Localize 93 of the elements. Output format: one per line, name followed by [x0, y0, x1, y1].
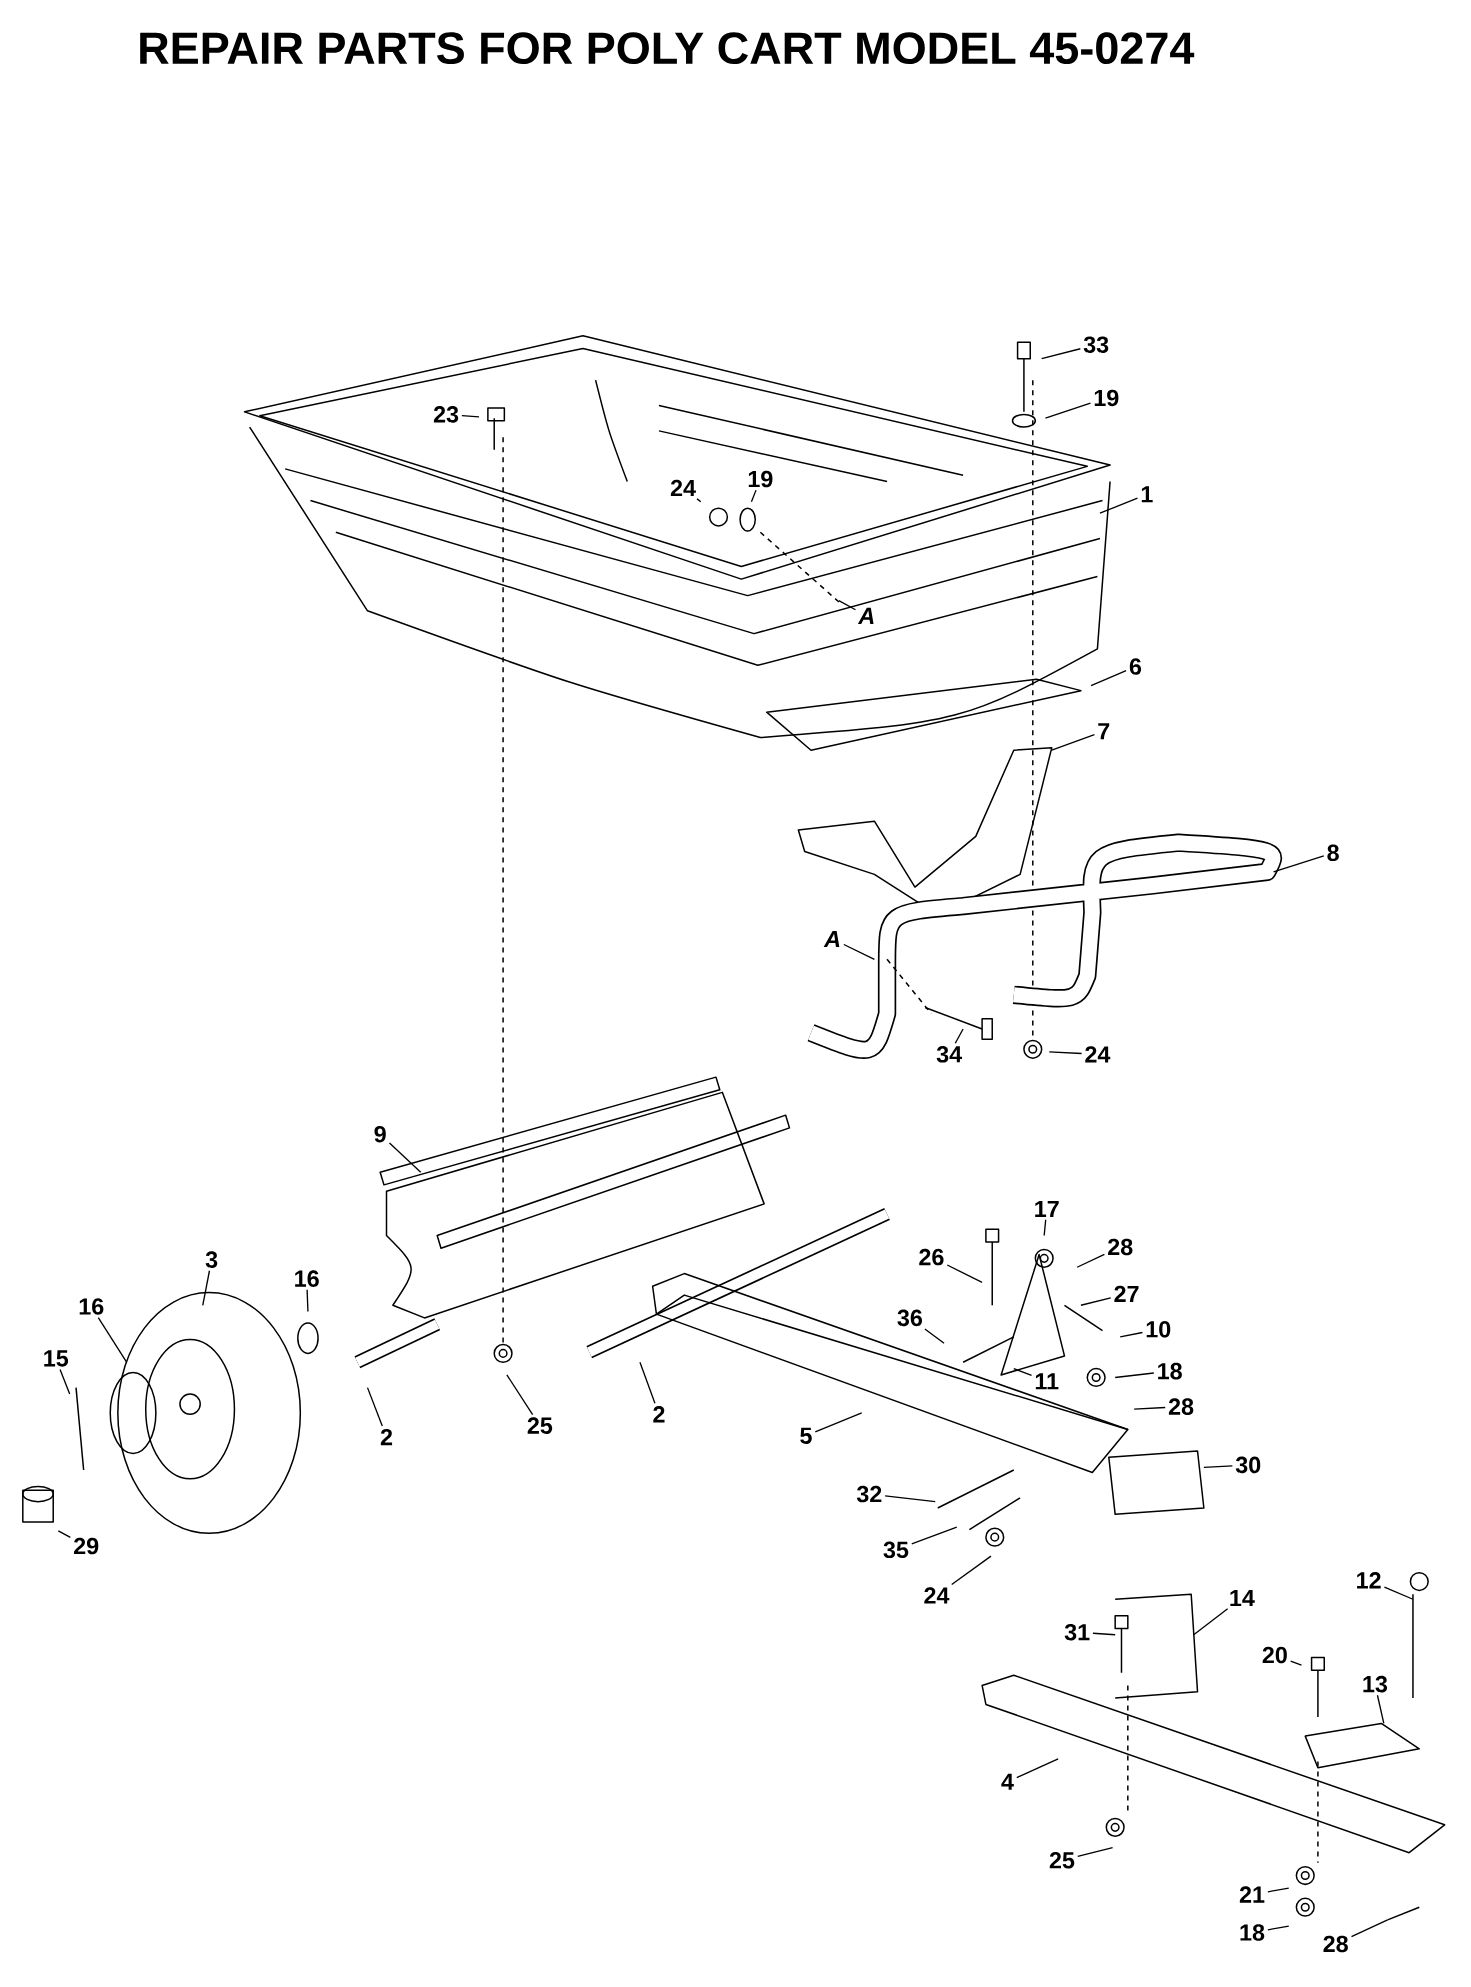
callout-number: 23 [433, 406, 459, 423]
callout-number: 29 [73, 1537, 99, 1555]
callout-number: 8 [1327, 844, 1339, 862]
callout-number: 34 [936, 1046, 962, 1063]
leader-line [1076, 1253, 1105, 1268]
callout-number: 11 [1035, 1373, 1059, 1390]
leader-line [1043, 1219, 1047, 1237]
callout-number: 12 [1357, 1572, 1381, 1589]
callout-number: 9 [374, 1125, 386, 1143]
callout-number: 5 [800, 1427, 812, 1444]
callout-number: 14 [1230, 1589, 1255, 1606]
title: REPAIR PARTS FOR POLY CART MODEL 45-0274 [140, 32, 1195, 65]
callout-number: 21 [1239, 1886, 1265, 1903]
leader-line [1203, 1465, 1233, 1469]
leader-line [1044, 402, 1092, 419]
leader-line [814, 1412, 863, 1433]
callout-number: A [857, 607, 874, 624]
leader-line [950, 1555, 992, 1586]
callout-number: 10 [1146, 1321, 1171, 1338]
leader-line [1040, 348, 1081, 360]
leader-line [924, 1328, 945, 1344]
leader-line [1272, 855, 1325, 873]
callout-number: 28 [1168, 1398, 1194, 1415]
leader-line [1051, 733, 1095, 751]
leader-line [1350, 1919, 1389, 1938]
callout-number: 6 [1129, 658, 1141, 675]
callout-number: 28 [1323, 1935, 1348, 1953]
leader-line [1114, 1372, 1155, 1379]
callout-number: 2 [380, 1428, 392, 1446]
leader-line [639, 1361, 656, 1404]
leader-line [201, 1270, 211, 1306]
callout-number: A [823, 931, 840, 948]
leader-line [366, 1386, 383, 1427]
leader-line [954, 1028, 964, 1044]
callout-number: 24 [924, 1587, 950, 1604]
leader-line [506, 1374, 534, 1416]
leader-line [1289, 1660, 1302, 1666]
callout-number: 33 [1083, 336, 1109, 353]
leader-line [1092, 1632, 1116, 1636]
callout-number: 18 [1240, 1924, 1265, 1941]
leader-line [388, 1142, 422, 1173]
leader-line [838, 600, 857, 611]
callout-number: 30 [1235, 1456, 1261, 1474]
leader-line [1267, 1925, 1290, 1931]
callout-number: 27 [1114, 1285, 1139, 1302]
leader-line [1383, 1586, 1414, 1600]
leader-line [750, 489, 757, 503]
leader-line [1133, 1406, 1166, 1410]
callout-number: 7 [1098, 723, 1110, 740]
callout-number: 1 [1141, 486, 1153, 503]
callout-number: 32 [856, 1485, 882, 1503]
leader-line [306, 1289, 309, 1313]
leader-line [1048, 1051, 1083, 1055]
leader-line [1076, 1846, 1114, 1857]
callout-number: 25 [1049, 1852, 1075, 1869]
callout-number: 28 [1107, 1238, 1133, 1256]
leader-line [1192, 1608, 1229, 1636]
callout-number: 25 [527, 1417, 553, 1434]
leader-line [696, 498, 702, 503]
leader-line [884, 1495, 936, 1503]
callout-number: 24 [1085, 1046, 1111, 1063]
leader-line [57, 1530, 71, 1539]
callout-number: 31 [1064, 1623, 1090, 1641]
callout-number: 35 [883, 1541, 909, 1559]
callout-number: 17 [1035, 1200, 1059, 1217]
callout-number: 19 [1094, 389, 1119, 407]
callout-number: 13 [1363, 1675, 1387, 1693]
leader-line [843, 943, 875, 960]
callout-number: 4 [1001, 1773, 1014, 1790]
leader-line [1119, 1331, 1143, 1338]
leader-line [910, 1526, 958, 1545]
callout-number: 20 [1262, 1646, 1287, 1664]
callout-number: 18 [1158, 1362, 1182, 1380]
callout-number: 19 [748, 470, 773, 488]
leader-line [1016, 1758, 1059, 1779]
leader-line [461, 414, 480, 418]
callout-number: 16 [79, 1298, 104, 1315]
leader-line [1080, 1297, 1112, 1306]
leader-line [97, 1316, 128, 1363]
callout-number: 24 [670, 479, 696, 497]
leader-line [1376, 1694, 1385, 1725]
callout-number: 36 [897, 1309, 922, 1327]
leader-line [1267, 1887, 1290, 1893]
leader-line [1090, 669, 1127, 687]
leader-line [946, 1264, 983, 1284]
leader-line [59, 1368, 71, 1395]
leader-line [1099, 497, 1139, 514]
callout-number: 3 [205, 1251, 218, 1268]
callout-number: 15 [44, 1350, 68, 1367]
leader-line [1013, 1367, 1033, 1377]
callout-number: 16 [295, 1270, 319, 1287]
callout-number: 26 [919, 1248, 944, 1266]
callout-number: 2 [653, 1406, 665, 1423]
